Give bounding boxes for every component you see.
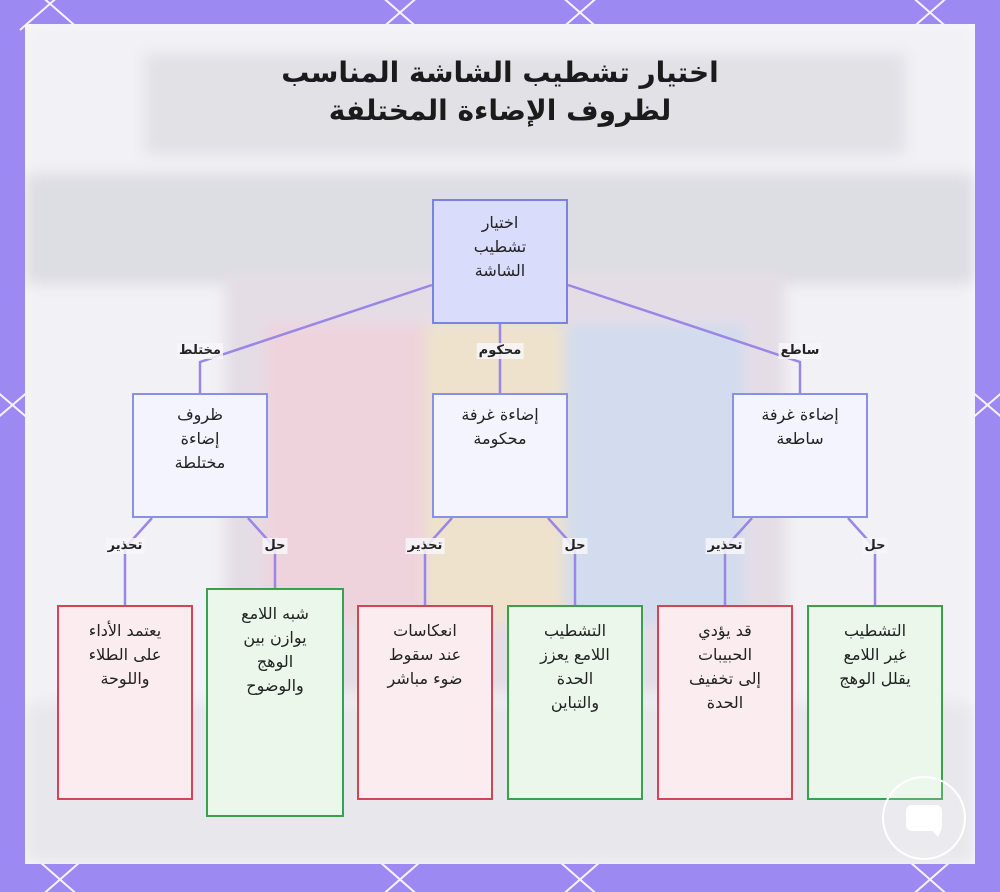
diagram-title: اختيار تشطيب الشاشة المناسب لظروف الإضاء… <box>225 54 775 130</box>
edge-label-controlled-solution: حل <box>562 538 588 554</box>
node-bright-warning: قد يؤدي الحبيبات إلى تخفيف الحدة <box>657 605 793 800</box>
node-mixed-solution: شبه اللامع يوازن بين الوهج والوضوح <box>206 588 344 817</box>
edge-label-controlled: محكوم <box>476 343 524 359</box>
node-controlled-warning-label: انعكاسات عند سقوط ضوء مباشر <box>387 621 463 688</box>
edge-label-bright-solution: حل <box>862 538 888 554</box>
node-controlled-lighting: إضاءة غرفة محكومة <box>432 393 568 518</box>
node-controlled-solution-label: التشطيب اللامع يعزز الحدة والتباين <box>540 621 610 712</box>
chat-button[interactable] <box>882 776 966 860</box>
node-controlled-label: إضاءة غرفة محكومة <box>461 405 539 448</box>
node-root: اختيار تشطيب الشاشة <box>432 199 568 324</box>
title-line-2: لظروف الإضاءة المختلفة <box>328 94 672 127</box>
chat-bubble-tail <box>930 828 942 837</box>
title-line-1: اختيار تشطيب الشاشة المناسب <box>281 56 719 89</box>
node-root-label: اختيار تشطيب الشاشة <box>473 213 527 280</box>
edge-label-bright: ساطع <box>778 343 822 359</box>
edge-label-mixed: مختلط <box>177 343 223 359</box>
node-controlled-solution: التشطيب اللامع يعزز الحدة والتباين <box>507 605 643 800</box>
node-bright-lighting: إضاءة غرفة ساطعة <box>732 393 868 518</box>
node-mixed-label: ظروف إضاءة مختلطة <box>174 405 226 472</box>
edge-label-controlled-warning: تحذير <box>405 538 445 554</box>
node-mixed-lighting: ظروف إضاءة مختلطة <box>132 393 268 518</box>
node-mixed-warning-label: يعتمد الأداء على الطلاء واللوحة <box>88 621 162 688</box>
edge-label-bright-warning: تحذير <box>705 538 745 554</box>
edge-label-mixed-solution: حل <box>262 538 288 554</box>
node-mixed-solution-label: شبه اللامع يوازن بين الوهج والوضوح <box>241 604 309 695</box>
chat-bubble-icon <box>906 805 942 831</box>
node-controlled-warning: انعكاسات عند سقوط ضوء مباشر <box>357 605 493 800</box>
edge-label-mixed-warning: تحذير <box>105 538 145 554</box>
node-mixed-warning: يعتمد الأداء على الطلاء واللوحة <box>57 605 193 800</box>
node-bright-solution-label: التشطيب غير اللامع يقلل الوهج <box>839 621 911 688</box>
node-bright-solution: التشطيب غير اللامع يقلل الوهج <box>807 605 943 800</box>
node-bright-label: إضاءة غرفة ساطعة <box>761 405 839 448</box>
node-bright-warning-label: قد يؤدي الحبيبات إلى تخفيف الحدة <box>688 621 761 712</box>
